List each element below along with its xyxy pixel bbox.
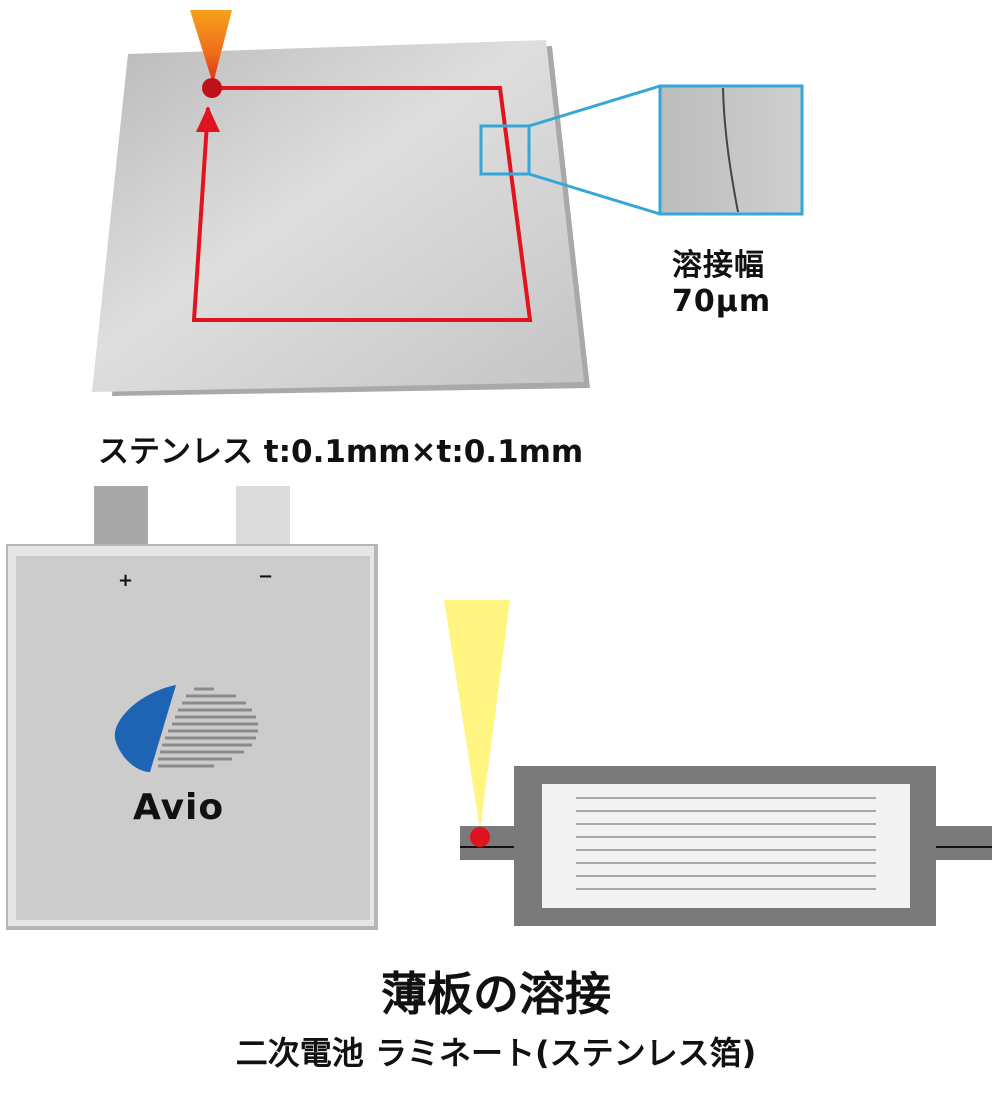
logo-blue-shape bbox=[114, 685, 176, 772]
weld-seam-line bbox=[722, 87, 739, 213]
laser-beam-orange bbox=[190, 10, 232, 84]
weld-start-point bbox=[202, 78, 222, 98]
material-caption: ステンレス t:0.1mm×t:0.1mm bbox=[98, 434, 584, 470]
stainless-sheet-photo bbox=[92, 10, 804, 396]
laminate-weld-point bbox=[470, 827, 490, 847]
front-sheet bbox=[92, 40, 584, 392]
weld-path bbox=[191, 86, 533, 322]
laminate-inner bbox=[542, 784, 910, 908]
negative-tab bbox=[236, 486, 290, 546]
laminate-cross-section bbox=[444, 600, 992, 926]
weld-width-label: 溶接幅 70μm bbox=[672, 248, 771, 320]
negative-label: − bbox=[258, 566, 274, 587]
weld-direction-arrow bbox=[196, 106, 220, 132]
electrode-layers bbox=[576, 797, 876, 890]
zoom-detail-box bbox=[658, 84, 804, 216]
page-title: 薄板の溶接 bbox=[381, 967, 611, 1021]
right-tab bbox=[934, 826, 992, 860]
page-subtitle: 二次電池 ラミネート(ステンレス箔) bbox=[235, 1034, 757, 1072]
zoom-source-box bbox=[479, 124, 531, 176]
laser-beam-yellow bbox=[444, 600, 510, 830]
positive-tab bbox=[94, 486, 148, 546]
weld-width-value: 70μm bbox=[672, 284, 772, 319]
logo-stripes bbox=[158, 687, 258, 768]
weld-width-title: 溶接幅 bbox=[672, 248, 765, 283]
battery-pouch bbox=[6, 486, 378, 930]
logo-text: Avio bbox=[133, 787, 225, 828]
positive-label: + bbox=[118, 570, 134, 591]
